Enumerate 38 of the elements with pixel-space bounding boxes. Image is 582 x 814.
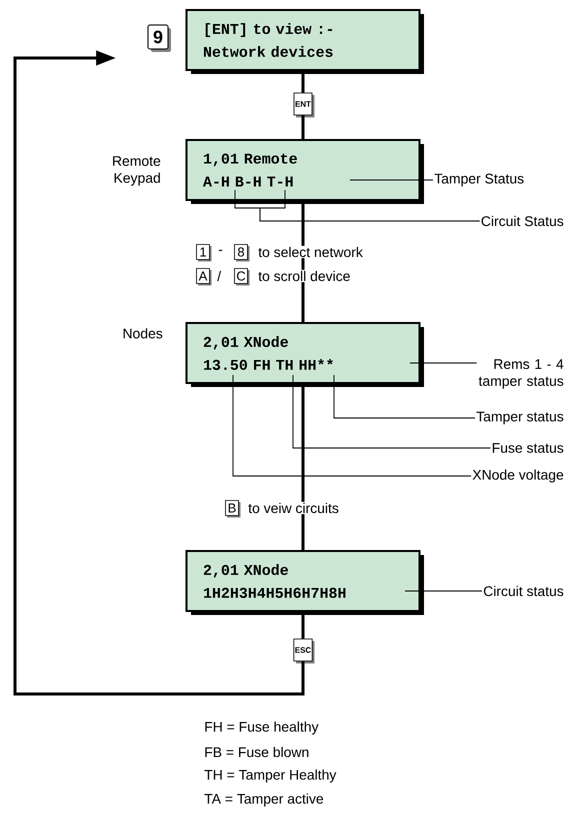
flow-line: [302, 71, 304, 93]
key-button: C: [234, 268, 250, 286]
flow-line: [302, 115, 304, 139]
instruction-text: /: [216, 270, 222, 282]
device-label: Nodes: [124, 328, 162, 338]
lcd-display: 2,01 XNode 1H2H3H4H5H6H7H8H: [186, 550, 424, 615]
key-button: 8: [234, 244, 250, 262]
key-button: 9: [148, 24, 171, 52]
lcd-display: 2,01 XNode 13.50 FH TH HH**: [186, 322, 424, 387]
key-button: 1: [196, 244, 212, 262]
legend-note: TH = Tamper Healthy: [204, 770, 336, 782]
instruction-text: to veiw circuits: [247, 502, 340, 514]
annotation-text: Tamper status: [476, 412, 564, 424]
key-button: A: [196, 268, 212, 286]
leader-line: [334, 374, 476, 418]
lcd-display: [ENT] to view :- Network devices: [186, 9, 424, 74]
legend-note: FH = Fuse healthy: [205, 722, 318, 734]
annotation-text: Circuit status: [484, 586, 564, 596]
annotation-text: Fuse status: [492, 443, 564, 453]
annotation-text: Tamper Status: [434, 174, 524, 186]
leader-line: [292, 374, 491, 448]
legend-note: FB = Fuse blown: [205, 746, 308, 758]
instruction-text: -: [217, 248, 224, 256]
leader-line: [410, 362, 478, 364]
instruction-text: to select network: [257, 246, 364, 258]
flow-arrow: [14, 51, 304, 696]
instruction-text: to scroll device: [257, 270, 352, 282]
device-label: Remote Keypad: [113, 156, 160, 186]
key-button: B: [225, 500, 240, 518]
flow-line: [302, 612, 304, 639]
flow-line: [302, 384, 304, 550]
legend-note: TA = Tamper active: [204, 794, 324, 806]
annotation-text: Circuit Status: [482, 216, 564, 226]
leader-line: [232, 374, 472, 476]
lcd-display: 1,01 Remote A-H B-H T-H: [186, 139, 424, 204]
annotation-text: XNode voltage: [472, 470, 564, 482]
annotation-text: Rems 1 - 4 tamper status: [478, 359, 564, 389]
leader-line: [404, 590, 482, 592]
